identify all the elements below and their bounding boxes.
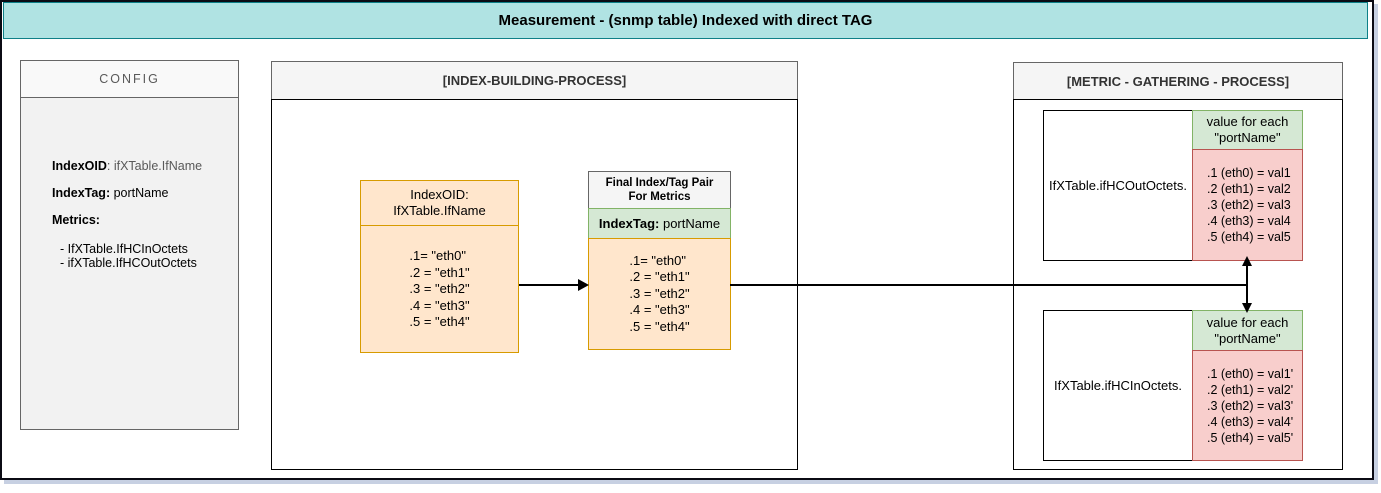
- config-index-tag-value: portName: [110, 186, 169, 200]
- hc-in-value-header-line2: "portName": [1214, 330, 1281, 346]
- config-panel-title: CONFIG: [99, 72, 160, 86]
- final-pair-index-tag-label: IndexTag:: [598, 216, 660, 231]
- config-index-oid-value: : ifXTable.IfName: [106, 159, 203, 173]
- hc-in-octets-box: IfXTable.ifHCInOctets.: [1043, 310, 1193, 461]
- list-line: .5 = "eth4": [409, 314, 470, 330]
- final-pair-index-tag-value: portName: [659, 216, 721, 231]
- arrow-oid-to-final-line: [519, 284, 579, 286]
- hc-out-value-body: .1 (eth0) = val1 .2 (eth1) = val2 .3 (eth2…: [1192, 149, 1303, 261]
- index-oid-box-title: IndexOID: IfXTable.IfName: [361, 181, 518, 226]
- list-line: - ifXTable.IfHCOutOctets: [60, 256, 197, 270]
- list-line: .2 = "eth1": [629, 269, 690, 285]
- hc-in-octets-label: IfXTable.ifHCInOctets.: [1054, 378, 1182, 393]
- hc-out-value-header: value for each "portName": [1192, 110, 1303, 150]
- final-pair-index-tag-row: IndexTag: portName: [588, 208, 731, 239]
- list-line: - IfXTable.IfHCInOctets: [60, 242, 188, 256]
- list-line: .5 (eth4) = val5': [1207, 430, 1294, 445]
- hc-out-value-header-line2: "portName": [1214, 130, 1281, 145]
- list-line: .2 (eth1) = val2': [1207, 382, 1294, 397]
- connector-final-to-metrics-line: [730, 284, 1247, 286]
- hc-out-octets-box: IfXTable.ifHCOutOctets.: [1043, 110, 1193, 261]
- index-building-panel-title: [INDEX-BUILDING-PROCESS]: [442, 73, 627, 88]
- list-line: .4 = "eth3": [629, 302, 690, 318]
- config-metrics-label: Metrics:: [52, 213, 100, 227]
- config-metrics-list: - IfXTable.IfHCInOctets- ifXTable.IfHCOu…: [60, 242, 230, 270]
- config-index-tag: IndexTag: portName: [52, 187, 230, 200]
- list-line: .3 = "eth2": [629, 285, 690, 301]
- hc-out-values: .1 (eth0) = val1 .2 (eth1) = val2 .3 (eth2…: [1207, 165, 1291, 245]
- hc-in-value-header: value for each "portName": [1192, 310, 1303, 351]
- index-oid-box-body: .1= "eth0".2 = "eth1".3 = "eth2".4 = "et…: [361, 226, 518, 353]
- list-line: .2 = "eth1": [409, 264, 470, 280]
- index-building-panel-header: [INDEX-BUILDING-PROCESS]: [271, 61, 798, 100]
- config-panel-header: CONFIG: [20, 60, 239, 98]
- hc-out-value-header-line1: value for each: [1206, 114, 1289, 129]
- config-index-oid-label: IndexOID: [52, 159, 107, 173]
- list-line: .3 (eth2) = val3: [1207, 198, 1291, 212]
- list-line: .4 = "eth3": [409, 297, 470, 313]
- list-line: .5 (eth4) = val5: [1207, 230, 1291, 244]
- final-pair-box-title: Final Index/Tag Pair For Metrics: [605, 177, 714, 203]
- list-line: .4 (eth3) = val4: [1207, 214, 1291, 228]
- list-line: .1= "eth0": [629, 252, 686, 268]
- list-line: .3 (eth2) = val3': [1207, 398, 1294, 413]
- arrow-up-head-icon: [1242, 256, 1252, 266]
- final-pair-box-header: Final Index/Tag Pair For Metrics: [588, 171, 731, 209]
- config-index-oid: IndexOID: ifXTable.IfName: [52, 160, 230, 173]
- list-line: .1 (eth0) = val1': [1207, 366, 1294, 381]
- index-oid-entries: .1= "eth0".2 = "eth1".3 = "eth2".4 = "et…: [409, 248, 469, 331]
- hc-out-octets-label: IfXTable.ifHCOutOctets.: [1049, 178, 1187, 193]
- index-oid-box: IndexOID: IfXTable.IfName .1= "eth0".2 =…: [360, 180, 519, 353]
- diagram-title: Measurement - (snmp table) Indexed with …: [498, 12, 873, 29]
- config-metrics-heading: Metrics:: [52, 214, 230, 227]
- metric-gathering-panel-header: [METRIC - GATHERING - PROCESS]: [1013, 62, 1343, 100]
- list-line: .3 = "eth2": [409, 281, 470, 297]
- arrow-right-head-icon: [578, 279, 589, 291]
- hc-in-values: .1 (eth0) = val1'.2 (eth1) = val2'.3 (et…: [1207, 366, 1293, 446]
- list-line: .1= "eth0": [409, 248, 466, 264]
- list-line: .5 = "eth4": [629, 318, 690, 334]
- config-panel-body: IndexOID: ifXTable.IfName IndexTag: port…: [20, 97, 239, 430]
- diagram-title-bar: Measurement - (snmp table) Indexed with …: [3, 2, 1368, 39]
- double-arrow-line: [1246, 264, 1248, 306]
- metric-gathering-panel-title: [METRIC - GATHERING - PROCESS]: [1066, 73, 1290, 89]
- final-pair-entries: .1= "eth0".2 = "eth1".3 = "eth2".4 = "et…: [629, 253, 689, 336]
- index-oid-box-title-line1: IndexOID:: [410, 187, 469, 202]
- hc-in-value-header-line1: value for each: [1206, 314, 1289, 330]
- arrow-down-head-icon: [1242, 303, 1252, 313]
- index-oid-box-title-line2: IfXTable.IfName: [393, 203, 486, 218]
- final-pair-box-body: .1= "eth0".2 = "eth1".3 = "eth2".4 = "et…: [588, 238, 731, 350]
- list-line: .1 (eth0) = val1: [1207, 166, 1291, 180]
- list-line: .2 (eth1) = val2: [1207, 182, 1291, 196]
- list-line: .4 (eth3) = val4': [1207, 414, 1294, 429]
- config-index-tag-label: IndexTag:: [52, 186, 111, 200]
- hc-in-value-body: .1 (eth0) = val1'.2 (eth1) = val2'.3 (et…: [1192, 350, 1303, 461]
